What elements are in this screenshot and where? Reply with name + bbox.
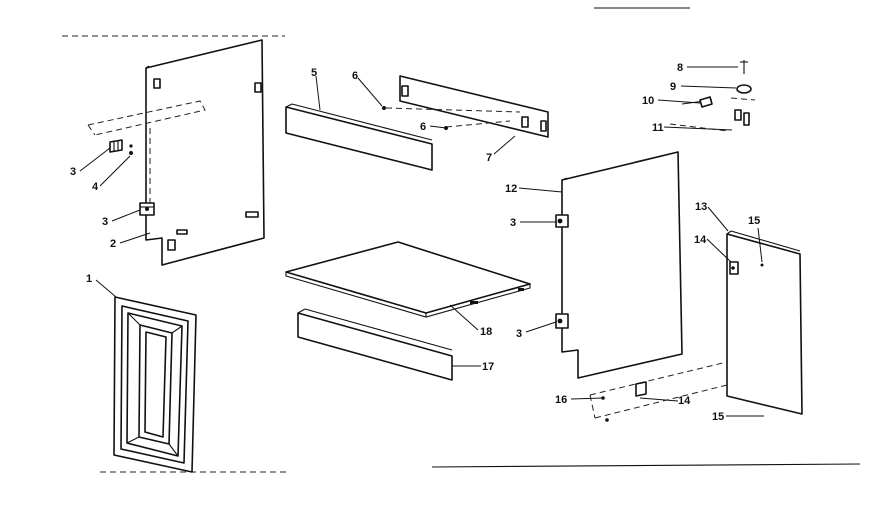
leader-lines [79,66,764,417]
callout-6: 6 [420,121,426,133]
callout-3: 3 [516,328,522,340]
callout-3: 3 [510,217,516,229]
callout-10: 10 [642,95,654,107]
callout-18: 18 [480,326,492,338]
callout-13: 13 [695,201,707,213]
bottom-shelf [285,241,531,318]
callout-16: 16 [555,394,567,406]
lower-right-guides [589,361,728,422]
left-guides [87,100,206,205]
callout-9: 9 [670,81,676,93]
hardware-set [669,60,756,132]
callout-2: 2 [110,238,116,250]
callout-7: 7 [486,152,492,164]
callout-15: 15 [712,411,724,423]
callout-11: 11 [652,122,664,134]
left-side-panel [139,39,265,266]
callout-3: 3 [102,216,108,228]
frame-rules [62,7,861,473]
callout-labels: 1 2 3 4 3 5 6 6 7 8 9 10 11 12 3 3 13 14… [70,62,760,423]
callout-3: 3 [70,166,76,178]
back-panel [726,230,803,415]
callout-14: 14 [694,234,707,246]
callout-1: 1 [86,273,92,285]
callout-4: 4 [92,181,99,193]
callout-6: 6 [352,70,358,82]
callout-8: 8 [677,62,683,74]
callout-5: 5 [311,67,317,79]
callout-17: 17 [482,361,494,373]
callout-12: 12 [505,183,517,195]
rail-guides [382,106,521,130]
upper-left-hinge [109,139,133,155]
callout-15: 15 [748,215,760,227]
callout-14: 14 [678,395,691,407]
right-side-panel [555,151,683,379]
toe-kick-rail [297,308,453,381]
front-top-rail [285,103,433,171]
raised-panel-door [113,296,197,473]
back-top-rail [399,75,549,138]
